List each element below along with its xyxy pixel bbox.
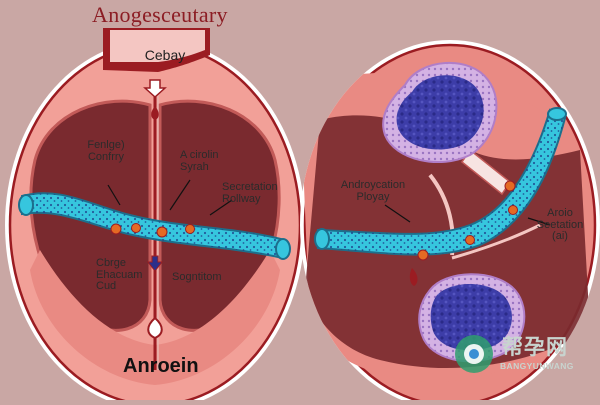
label-right-side: Aroio Seetation (ai) <box>536 207 584 243</box>
lower-right-wedge <box>155 250 280 385</box>
pointer-line <box>209 199 233 216</box>
particle <box>131 223 141 233</box>
label-right-center: Androycation Ployay <box>340 179 406 203</box>
particle <box>110 223 122 235</box>
watermark-text-cn: 帮孕网 <box>502 336 568 359</box>
particle <box>156 226 168 238</box>
label-upper-center: A cirolin Syrah <box>180 149 219 173</box>
bottom-caption: Anroein <box>123 355 199 377</box>
vessel-end-right <box>275 238 291 260</box>
right-panel <box>300 40 600 405</box>
watermark-text-en: BANGYUNWANG <box>500 361 574 371</box>
pointer-line <box>169 179 191 211</box>
pointer-line <box>384 204 411 223</box>
label-upper-right: Secretation Rollway <box>222 181 278 205</box>
lower-left-wedge <box>30 250 155 385</box>
particle <box>185 224 195 234</box>
particle <box>504 180 516 192</box>
vessel-end-left <box>18 194 34 216</box>
label-upper-left: Fenlge) Confrry <box>87 139 125 163</box>
lower-teardrop-icon <box>147 316 163 340</box>
down-arrow-icon <box>143 79 167 99</box>
pointer-line <box>107 184 121 206</box>
label-lower-right: Sogntitom <box>172 271 222 283</box>
watermark-logo-icon <box>455 335 493 373</box>
particle <box>508 205 518 215</box>
particle <box>465 235 475 245</box>
lower-cell-nucleus <box>430 283 512 351</box>
small-arrow-icon <box>146 255 164 272</box>
diagram-title: Anogesceutary <box>92 2 228 27</box>
pointer-line <box>527 217 551 226</box>
particle <box>417 249 429 261</box>
upper-cell-nucleus <box>396 75 484 150</box>
left-panel <box>5 28 305 405</box>
teardrop-icon <box>151 106 159 120</box>
top-badge-label: Cebay <box>144 47 186 63</box>
label-lower-left: Cbrge Ehacuam Cud <box>96 257 143 293</box>
